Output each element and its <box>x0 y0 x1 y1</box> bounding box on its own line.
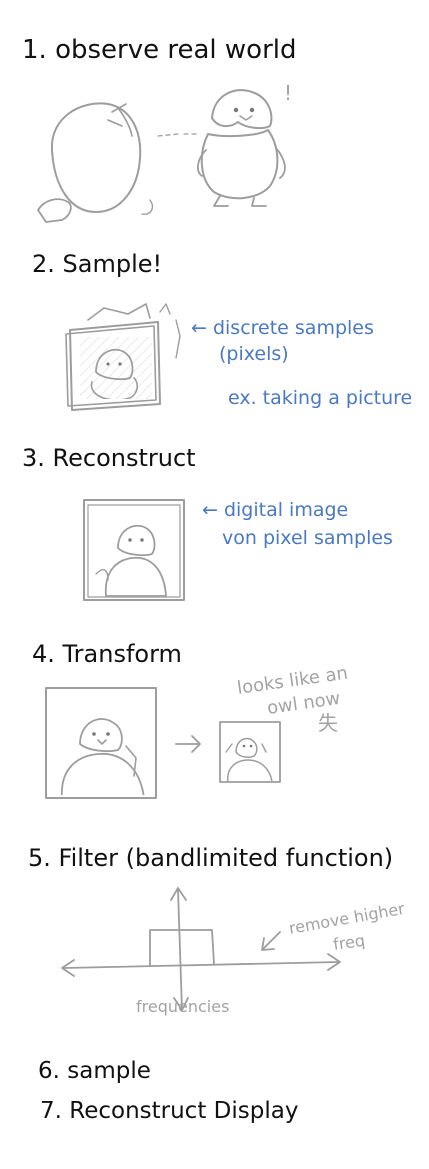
step-6-title: 6. sample <box>38 1058 151 1084</box>
note-digital-image: ← digital image <box>202 499 348 521</box>
note-from-pixel-samples: von pixel samples <box>222 527 393 549</box>
axis-label-frequencies: frequencies <box>136 997 229 1016</box>
owl-glyph: 失 <box>318 711 338 735</box>
gaze-line <box>157 133 197 137</box>
step-2-title: 2. Sample! <box>32 250 162 278</box>
note-freq: freq <box>332 931 366 954</box>
filter-graph <box>61 887 341 1011</box>
transform-result-frame <box>219 721 281 783</box>
penguin-sketch <box>197 89 286 207</box>
transform-arrow <box>175 735 201 753</box>
exclaim-mark: ! <box>284 81 292 105</box>
note-taking-picture: ex. taking a picture <box>228 387 412 409</box>
step-3-title: 3. Reconstruct <box>22 444 196 472</box>
step-5-title: 5. Filter (bandlimited function) <box>28 844 393 872</box>
camera-sketch <box>65 303 181 411</box>
step-1-title: 1. observe real world <box>22 35 297 65</box>
reconstruct-frame <box>83 499 185 601</box>
note-discrete-samples: ← discrete samples <box>191 317 374 339</box>
step-7-title: 7. Reconstruct Display <box>40 1098 298 1124</box>
step-4-title: 4. Transform <box>32 640 182 668</box>
transform-original-frame <box>45 687 157 799</box>
note-pixels: (pixels) <box>219 343 289 365</box>
observer-sketch <box>37 102 154 223</box>
